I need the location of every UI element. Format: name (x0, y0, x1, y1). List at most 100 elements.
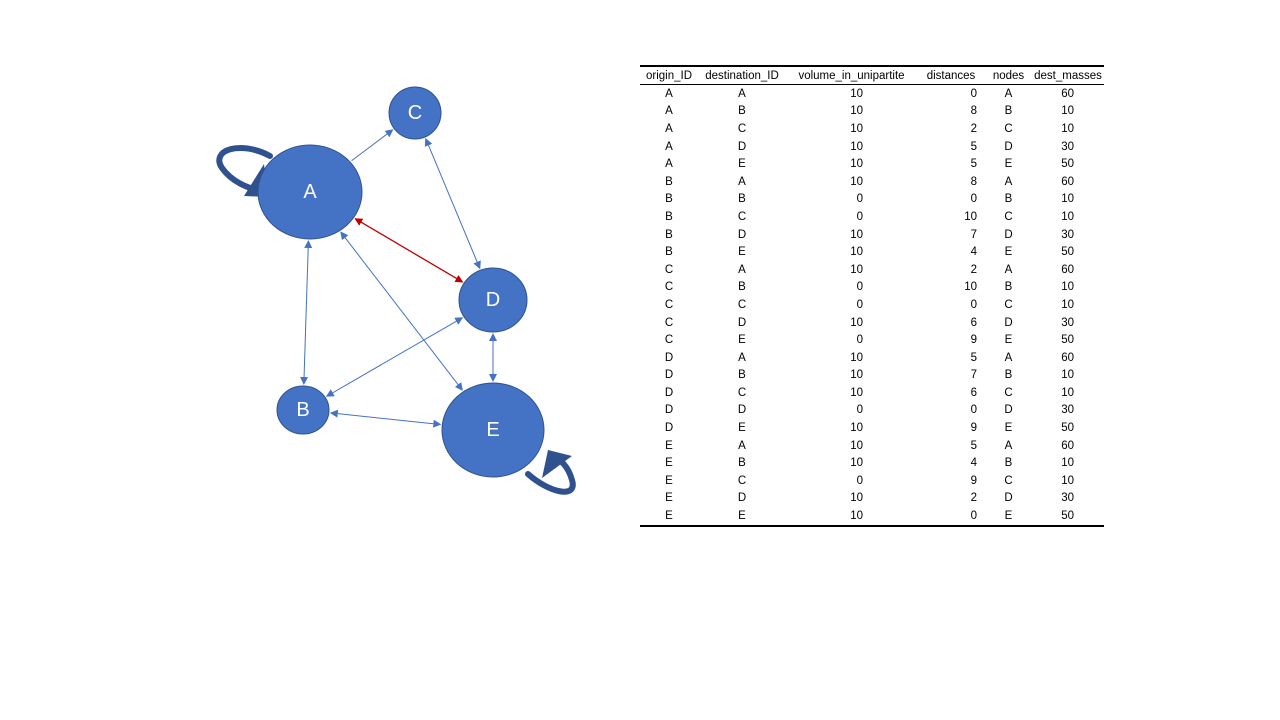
table-cell: C (664, 316, 674, 329)
table-cell: A (665, 158, 673, 171)
table-cell: A (665, 105, 673, 118)
table-cell: B (665, 210, 673, 223)
table-cell: 10 (850, 87, 863, 100)
table-cell: 30 (1061, 228, 1074, 241)
table-cell: B (1004, 105, 1013, 118)
table-cell: A (1004, 439, 1013, 452)
table-cell: 10 (850, 105, 863, 118)
table-cell: D (737, 316, 747, 329)
table-cell: A (738, 175, 746, 188)
table-cell: C (737, 122, 747, 135)
table-cell: 0 (970, 510, 977, 523)
node-e: E (441, 382, 545, 478)
table-cell: C (664, 334, 674, 347)
table-cell: C (1004, 386, 1013, 399)
table-cell: C (1004, 474, 1013, 487)
table-cell: C (1004, 210, 1013, 223)
table-cell: 10 (1061, 122, 1074, 135)
nodes-layer: A B C D E (257, 86, 545, 478)
table-cell: C (664, 298, 674, 311)
column-header-dest-masses: dest_masses (1034, 69, 1102, 82)
table-cell: D (1004, 316, 1013, 329)
column-header-origin-id: origin_ID (645, 69, 693, 82)
table-cell: E (665, 492, 673, 505)
node-circle (441, 382, 545, 478)
table-cell: D (737, 140, 747, 153)
table-cell: 10 (850, 158, 863, 171)
table-cell: D (664, 422, 674, 435)
edge-c-d (424, 137, 481, 270)
table-cell: 8 (970, 105, 977, 118)
table-cell: 2 (970, 122, 977, 135)
edge-b-e (329, 409, 442, 428)
table-cell: 8 (970, 175, 977, 188)
table-cell: C (737, 210, 747, 223)
table-cell: E (665, 439, 673, 452)
node-label: B (296, 399, 309, 421)
node-b: B (276, 385, 330, 435)
table-cell: 7 (970, 228, 977, 241)
node-a: A (257, 144, 363, 240)
node-label: C (408, 102, 422, 124)
table-cell: 50 (1061, 422, 1074, 435)
table-cell: E (738, 510, 746, 523)
node-circle (276, 385, 330, 435)
table-cell: 10 (850, 386, 863, 399)
table-cell: 4 (970, 457, 977, 470)
edge-d-b (325, 317, 464, 397)
table-cell: B (1004, 193, 1013, 206)
column-header-destination-id: destination_ID (705, 69, 779, 82)
table-cell: 30 (1061, 316, 1074, 329)
node-label: D (486, 289, 500, 311)
table-cell: E (665, 474, 673, 487)
table-cell: 10 (850, 457, 863, 470)
table-cell: C (1004, 298, 1013, 311)
table-cell: 5 (970, 439, 977, 452)
table-cell: 10 (1061, 210, 1074, 223)
table-cell: B (665, 228, 673, 241)
edge-a-c (351, 129, 394, 162)
table-cell: B (738, 369, 746, 382)
table-cell: 2 (970, 492, 977, 505)
self-loop-arrowhead (542, 450, 572, 478)
table-cell: 10 (850, 140, 863, 153)
table-cell: 60 (1061, 87, 1074, 100)
table-cell: 10 (850, 175, 863, 188)
table-cell: 0 (856, 298, 863, 311)
table-cell: 10 (1061, 369, 1074, 382)
table-cell: C (737, 386, 747, 399)
table-cell: B (1004, 369, 1013, 382)
table-cell: B (738, 105, 746, 118)
table-cell: 0 (856, 210, 863, 223)
node-circle (257, 144, 363, 240)
table-cell: 50 (1061, 158, 1074, 171)
table-cell: E (738, 158, 746, 171)
table-cell: B (738, 457, 746, 470)
node-label: E (486, 419, 499, 441)
table-cell: B (738, 193, 746, 206)
table-cell: B (665, 193, 673, 206)
edges-layer (300, 129, 497, 428)
table-cell: 50 (1061, 510, 1074, 523)
edge-a-b (300, 239, 313, 386)
table-cell: D (664, 404, 674, 417)
table-cell: 0 (856, 193, 863, 206)
table-cell: 50 (1061, 334, 1074, 347)
table-cell: 9 (970, 474, 977, 487)
